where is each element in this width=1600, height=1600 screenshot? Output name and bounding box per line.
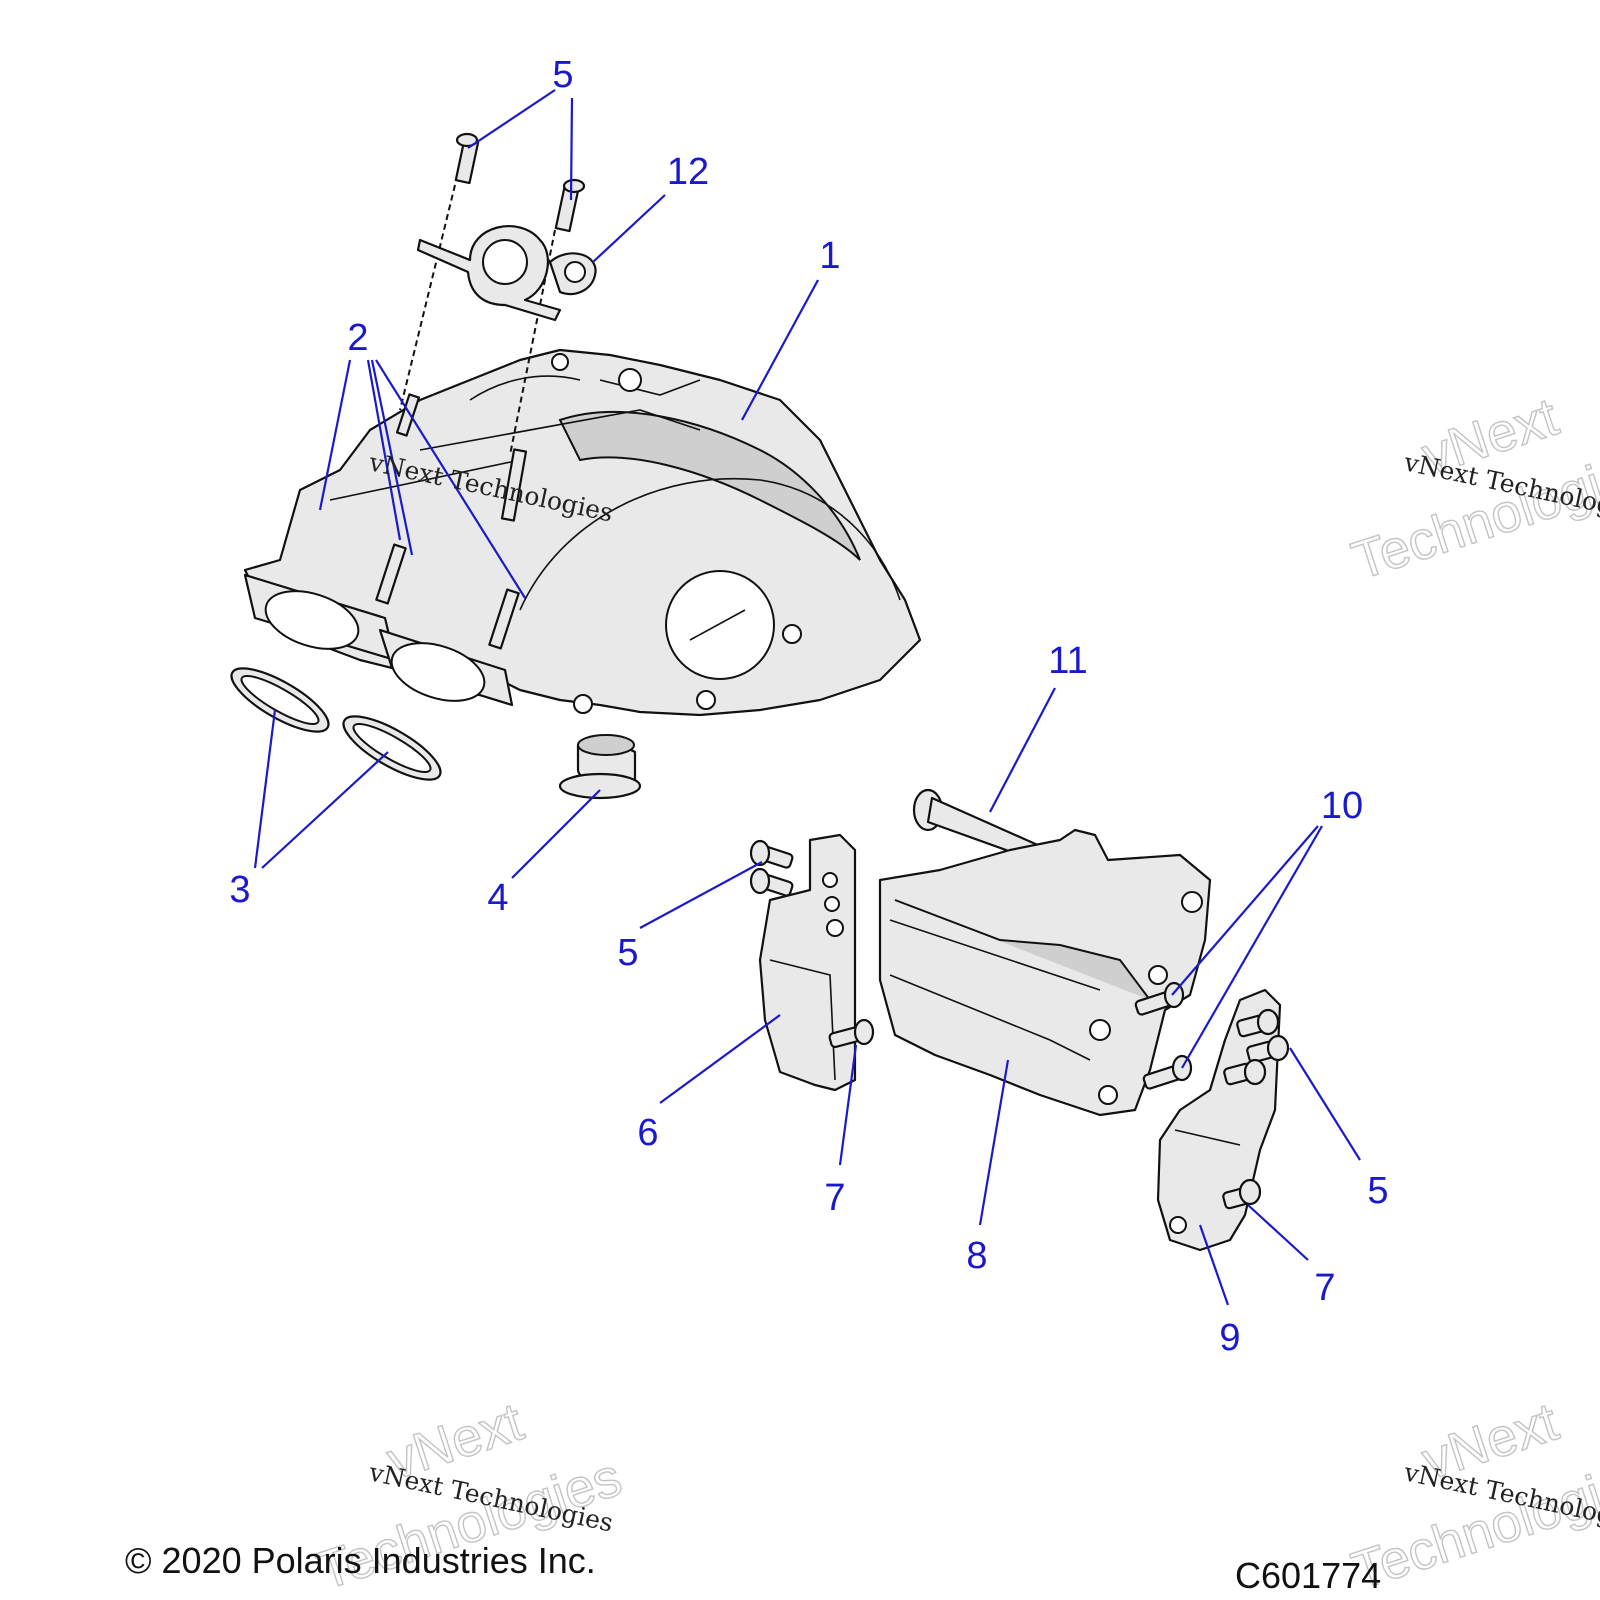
callout-11: 11: [1048, 640, 1087, 682]
leader-5a-1: [467, 89, 556, 149]
part-1-housing: [243, 348, 922, 717]
intake-port-right: [390, 642, 486, 702]
callout-6: 6: [637, 1112, 658, 1154]
housing-bolt-hole-1: [573, 694, 593, 714]
leader-3-2: [261, 751, 389, 869]
leader-2-1: [318, 359, 352, 511]
callout-9: 9: [1219, 1317, 1240, 1359]
leader-7a: [838, 1044, 858, 1166]
part-7-left-bolt: [828, 1018, 875, 1049]
leader-11: [989, 687, 1056, 813]
housing-bore: [665, 570, 775, 680]
part-6-bracket: [758, 833, 857, 1092]
stud-3: [395, 393, 421, 437]
stud-4: [500, 448, 528, 522]
part-5-left-bolts: [749, 839, 794, 897]
leader-2-2: [366, 359, 402, 541]
figure-code: C601774: [1235, 1555, 1381, 1596]
housing-bolt-hole-2: [696, 690, 716, 710]
part-5-right-bolts: [1223, 1008, 1290, 1086]
leader-6: [659, 1014, 781, 1104]
callout-7-right: 7: [1314, 1267, 1335, 1309]
callout-10: 10: [1321, 785, 1363, 827]
part-12-clamp: [416, 225, 597, 322]
leader-2-4: [375, 359, 526, 599]
callout-5-right: 5: [1367, 1170, 1388, 1212]
intake-port-left: [264, 590, 360, 650]
leader-4: [511, 789, 601, 879]
part-8-mount: [878, 828, 1212, 1117]
stud-1: [375, 543, 407, 605]
callout-4: 4: [487, 877, 508, 919]
leader-9: [1198, 1224, 1230, 1306]
leader-2-3: [370, 359, 414, 556]
leader-3-1: [253, 709, 277, 869]
callout-8: 8: [966, 1235, 987, 1277]
callout-5-top: 5: [552, 54, 573, 96]
leader-12: [592, 194, 666, 263]
leader-5c: [1289, 1047, 1361, 1161]
leader-5a-2: [569, 97, 574, 201]
callout-3: 3: [229, 869, 250, 911]
leader-7b: [1247, 1204, 1309, 1261]
stud-2: [488, 588, 520, 650]
leader-lines: [253, 89, 1361, 1306]
leader-1: [741, 279, 819, 421]
housing-bolt-hole-3: [782, 624, 802, 644]
housing-top-hole-2: [551, 353, 569, 371]
leader-5b: [639, 861, 763, 929]
callout-labels: 5 12 1 2 11 10 3 4 5 6 7 8 5 9 7: [229, 54, 1388, 1359]
housing-top-hole-1: [618, 368, 642, 392]
part-3-gaskets: [230, 667, 442, 781]
callout-12: 12: [667, 151, 709, 193]
leader-10-2: [1181, 825, 1323, 1069]
part-4-plug: [558, 734, 642, 800]
leader-8: [978, 1059, 1010, 1226]
leader-10-1: [1171, 825, 1319, 996]
callout-1: 1: [819, 235, 840, 277]
callout-7-left: 7: [824, 1177, 845, 1219]
copyright-text: © 2020 Polaris Industries Inc.: [125, 1540, 596, 1581]
callout-5-left: 5: [617, 932, 638, 974]
callout-2: 2: [347, 317, 368, 359]
part-7-right-bolt: [1222, 1178, 1262, 1210]
